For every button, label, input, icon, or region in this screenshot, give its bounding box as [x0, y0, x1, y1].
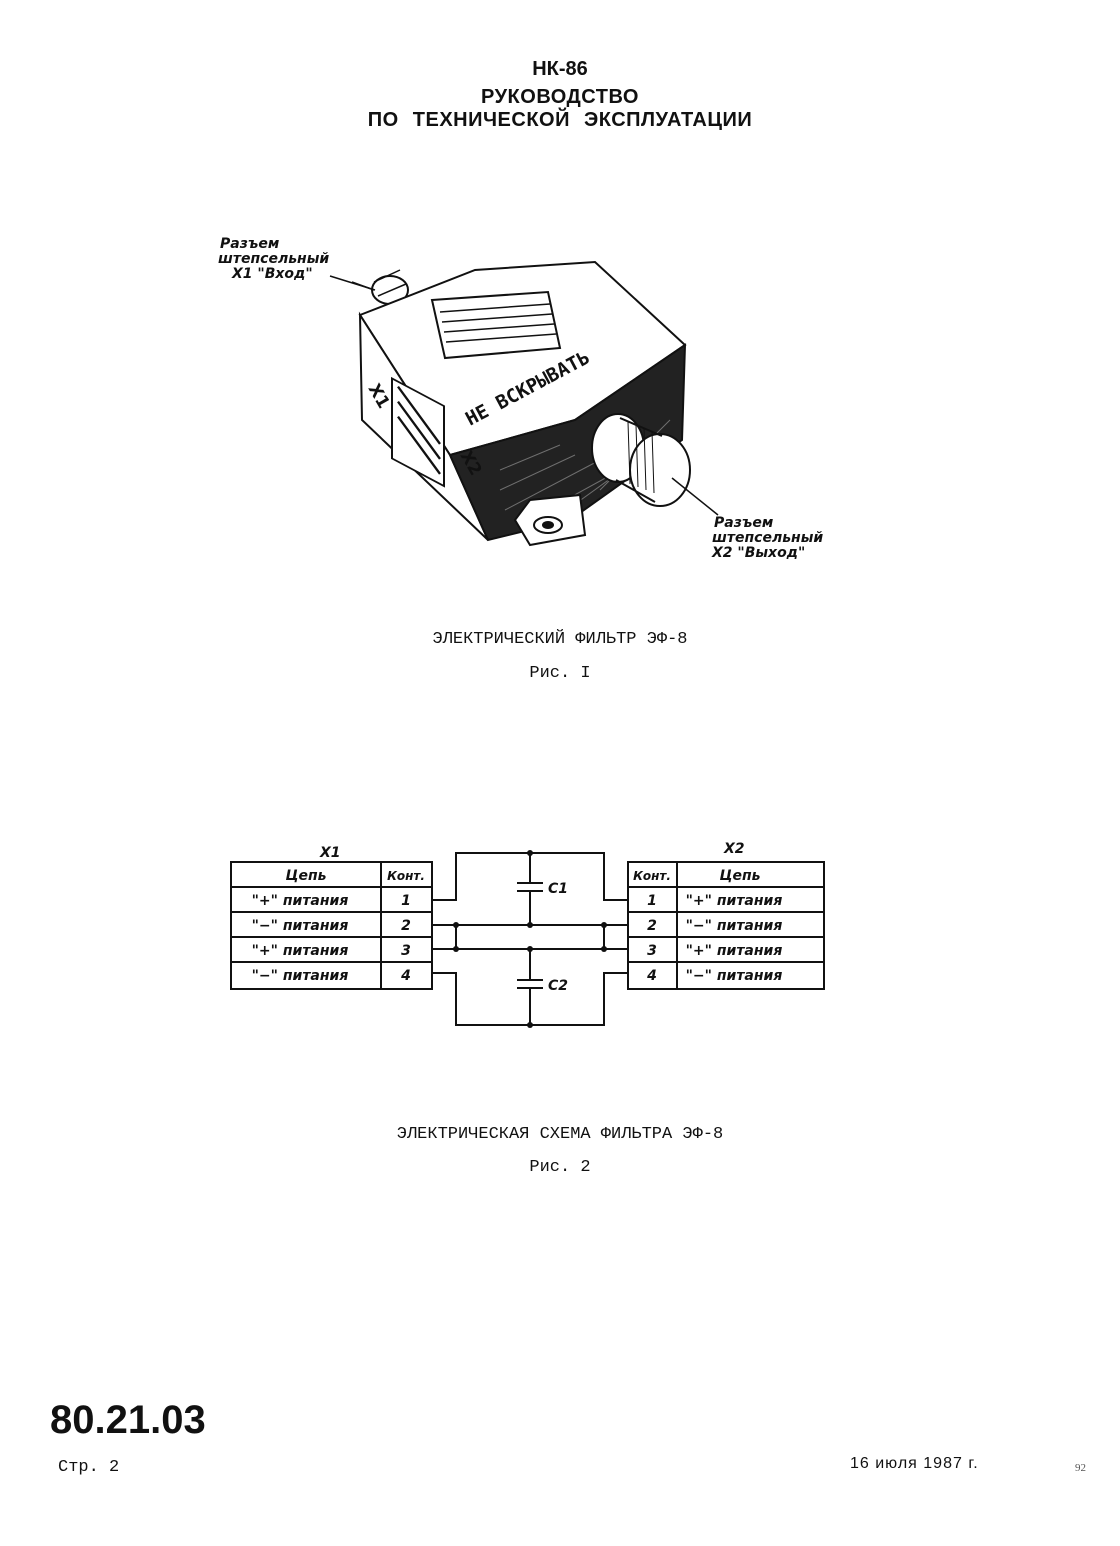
x1-row4-contact: 4	[400, 968, 411, 984]
callout-x2-line2: штепсельный	[712, 530, 823, 546]
figure1-number: Рис. I	[529, 664, 591, 683]
x1-row3-contact: 3	[401, 943, 411, 959]
x1-row1-contact: 1	[401, 893, 411, 909]
x2-header-contact: Конт.	[633, 869, 671, 883]
x2-row1-contact: 1	[647, 893, 657, 909]
x2-row3-circuit: "+" питания	[686, 943, 783, 959]
callout-x1-line1: Разъем	[220, 236, 279, 252]
x2-connector-label: X2	[723, 841, 745, 857]
x2-row1-circuit: "+" питания	[686, 893, 783, 909]
filter-device-illustration: НЕ ВСКРЫВАТЬ X1 X2 Разъем штепсельный X1…	[218, 236, 823, 561]
callout-x2-line1: Разъем	[714, 515, 773, 531]
c2-label: C2	[548, 978, 568, 994]
x1-row4-circuit: "−" питания	[252, 968, 349, 984]
x1-row2-circuit: "−" питания	[252, 918, 349, 934]
x1-header-circuit: Цепь	[285, 868, 326, 884]
filter-circuit-schematic: X1 X2 C1 C2 Цепь Конт. "+" питания 1 "−"…	[230, 841, 825, 1028]
sheet-number: 92	[1075, 1462, 1086, 1474]
revision-date: 16 июля 1987 г.	[850, 1455, 979, 1472]
x2-row4-contact: 4	[646, 968, 657, 984]
x2-row2-circuit: "−" питания	[686, 918, 783, 934]
x1-row3-circuit: "+" питания	[252, 943, 349, 959]
figure2-number: Рис. 2	[529, 1158, 591, 1177]
doc-header-subtitle: ПО ТЕХНИЧЕСКОЙ ЭКСПЛУАТАЦИИ	[367, 109, 753, 131]
x1-header-contact: Конт.	[387, 869, 425, 883]
callout-x1-line2: штепсельный	[218, 251, 329, 267]
x2-row3-contact: 3	[647, 943, 657, 959]
callout-x1-line3: X1 "Вход"	[231, 266, 313, 282]
doc-header-title: РУКОВОДСТВО	[481, 86, 639, 108]
x2-row2-contact: 2	[647, 918, 657, 934]
page-number: Стр. 2	[58, 1458, 120, 1477]
c1-label: C1	[548, 881, 568, 897]
document-number: 80.21.03	[50, 1398, 206, 1442]
x1-row1-circuit: "+" питания	[252, 893, 349, 909]
figure2-title: ЭЛЕКТРИЧЕСКАЯ СХЕМА ФИЛЬТРА ЭФ-8	[396, 1125, 724, 1144]
x1-row2-contact: 2	[401, 918, 411, 934]
doc-header-code: НК-86	[532, 58, 588, 80]
callout-x2-line3: X2 "Выход"	[711, 545, 805, 561]
x2-row4-circuit: "−" питания	[686, 968, 783, 984]
x1-connector-label: X1	[319, 845, 341, 861]
figure1-title: ЭЛЕКТРИЧЕСКИЙ ФИЛЬТР ЭФ-8	[432, 630, 688, 649]
x2-header-circuit: Цепь	[719, 868, 760, 884]
